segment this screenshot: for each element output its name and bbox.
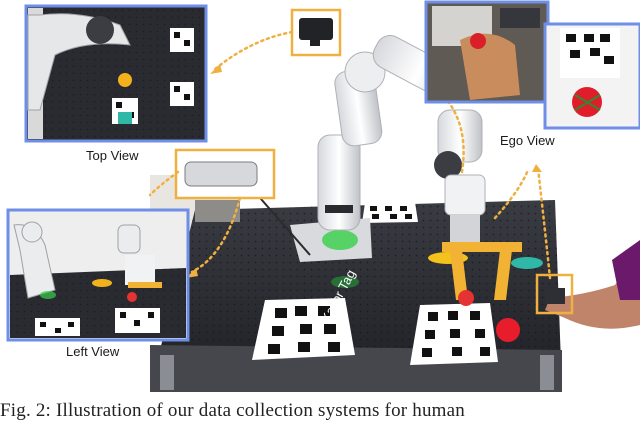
top-camera bbox=[290, 8, 342, 57]
top-view-inset bbox=[24, 4, 208, 143]
left-view-label: Left View bbox=[66, 344, 120, 359]
ego-view-label: Ego View bbox=[500, 133, 555, 148]
gripper bbox=[442, 242, 522, 306]
left-camera bbox=[174, 148, 311, 256]
left-view-inset bbox=[6, 208, 190, 342]
figure-caption: Fig. 2: Illustration of our data collect… bbox=[0, 400, 465, 421]
teal-target bbox=[511, 257, 543, 269]
kalibr-tag-center bbox=[252, 298, 355, 360]
ego-view-inset-2 bbox=[543, 22, 640, 130]
tomato bbox=[496, 318, 520, 342]
kalibr-tag-back bbox=[362, 202, 418, 223]
kalibr-tag-right bbox=[410, 303, 498, 365]
ego-view-inset bbox=[424, 0, 550, 104]
top-view-label: Top View bbox=[86, 148, 139, 163]
wrist-camera-box bbox=[535, 273, 574, 315]
human-arm bbox=[545, 240, 640, 329]
